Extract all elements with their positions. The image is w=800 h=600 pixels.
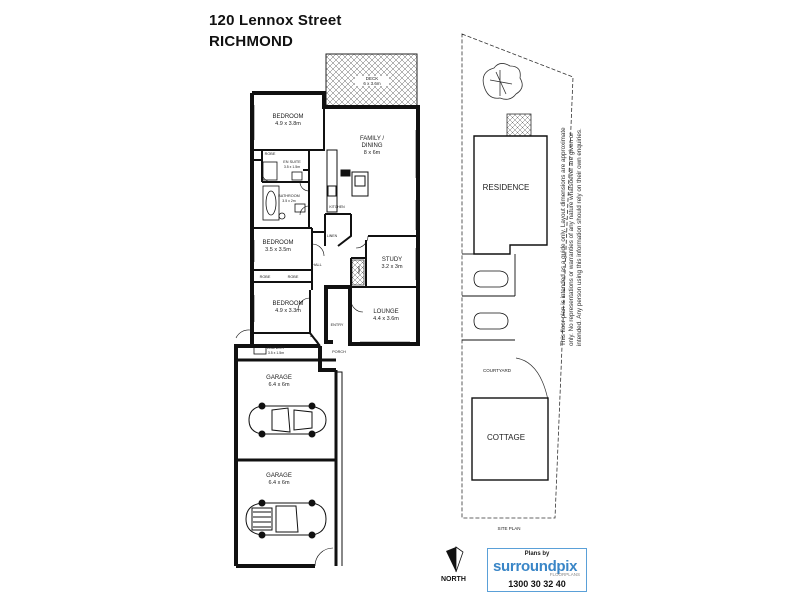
room-labels: BEDROOM 4.9 x 3.8m FAMILY / DINING 8 x 6… — [260, 114, 403, 486]
bedroom1-label: BEDROOM — [272, 114, 303, 120]
residence-label: RESIDENCE — [483, 183, 530, 192]
bathroom-size: 3.5 x 2m — [282, 199, 296, 203]
ensuite-size: 3.5 x 1.5m — [284, 165, 300, 169]
bedroom2-label: BEDROOM — [262, 240, 293, 246]
logo-plans-by: Plans by — [524, 551, 550, 557]
linen-label: LINEN — [327, 234, 338, 238]
garage1-size: 6.4 x 6m — [268, 382, 290, 388]
garage1-label: GARAGE — [266, 375, 292, 381]
courtyard-label: COURTYARD — [483, 368, 512, 373]
study-label: STUDY — [382, 257, 402, 263]
bedroom1-size: 4.9 x 3.8m — [275, 121, 301, 127]
surroundpix-logo: Plans by surroundpix FLOORPLANS 1300 30 … — [487, 548, 587, 592]
bedroom3-size: 4.9 x 3.3m — [275, 308, 301, 314]
family-size: 8 x 6m — [364, 150, 381, 156]
family-label-2: DINING — [362, 143, 383, 149]
site-residence — [473, 135, 548, 255]
site-plan-label: SITE PLAN — [497, 526, 520, 531]
doors — [235, 169, 369, 567]
robe-label: ROBE — [265, 152, 276, 156]
robe3-label: ROBE — [288, 275, 299, 279]
study-size: 3.2 x 3m — [381, 264, 403, 270]
logo-brand: surroundpix — [493, 558, 578, 575]
interior-walls — [252, 107, 418, 347]
suv-icon — [245, 499, 327, 539]
kitchen-label: KITCHEN — [329, 205, 345, 209]
garage2-size: 6.4 x 6m — [268, 480, 290, 486]
laundry-size: 3.5 x 1.5m — [268, 351, 284, 355]
logo-tagline: FLOORPLANS — [549, 572, 580, 577]
porch-label: PORCH — [332, 350, 346, 354]
deck-label: DECK — [366, 76, 379, 81]
robe4-label: ROBE — [357, 266, 361, 275]
north-arrow-icon — [446, 546, 464, 573]
bedroom3-label: BEDROOM — [272, 301, 303, 307]
lounge-size: 4.4 x 3.6m — [373, 316, 399, 322]
address-street: 120 Lennox Street — [209, 12, 342, 29]
house-walls — [234, 91, 420, 568]
lounge-label: LOUNGE — [373, 309, 398, 315]
disclaimer: This floor plan is intended as a guide o… — [560, 127, 584, 346]
bathroom-label: BATHROOM — [278, 194, 300, 198]
windows — [250, 105, 420, 346]
robe2-label: ROBE — [260, 275, 271, 279]
north-label: NORTH — [441, 576, 466, 583]
garage-walls — [236, 358, 338, 566]
cottage-label: COTTAGE — [487, 433, 525, 442]
courtyard-path — [515, 357, 549, 401]
tree-icon — [482, 63, 523, 100]
kitchen-island — [326, 149, 369, 213]
site-cottage — [471, 397, 549, 481]
bathroom-fixtures — [253, 161, 306, 355]
garage2-label: GARAGE — [266, 473, 292, 479]
ensuite-label: EN SUITE — [283, 160, 301, 164]
site-boundary — [461, 33, 574, 519]
bedroom2-size: 3.5 x 3.5m — [265, 247, 291, 253]
deck-size: 6 x 3.6m — [363, 81, 381, 86]
hall-label: HALL — [312, 263, 322, 267]
entry-label: ENTRY — [331, 323, 344, 327]
stair-hatch — [351, 259, 365, 286]
logo-phone: 1300 30 32 40 — [508, 579, 566, 589]
site-deck — [506, 113, 532, 137]
deck: DECK 6 x 3.6m — [325, 53, 418, 108]
laundry-label: LAUNDRY — [267, 346, 286, 350]
family-label-1: FAMILY / — [360, 136, 384, 142]
car-icon — [248, 402, 327, 438]
address-suburb: RICHMOND — [209, 33, 294, 50]
site-car-icon — [473, 270, 509, 330]
site-carports — [462, 253, 516, 341]
